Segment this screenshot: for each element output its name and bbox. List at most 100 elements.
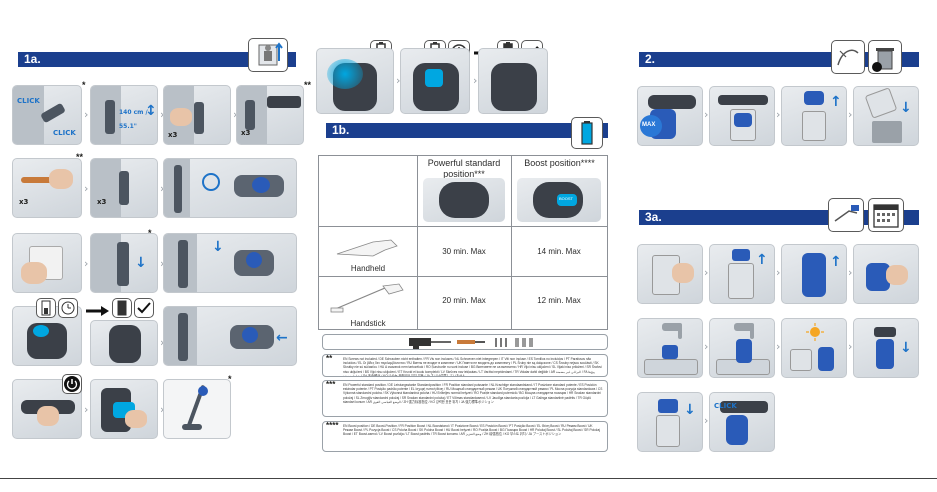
chevron-right-icon: ›: [84, 182, 89, 195]
chevron-right-icon: ›: [84, 257, 89, 270]
tools-strip: [322, 334, 608, 350]
step-1a-3-image: x3: [163, 85, 231, 145]
chevron-right-icon: ›: [776, 266, 781, 279]
step-1a-14-image: [12, 379, 82, 439]
step-3a-10-image: CLICK: [709, 392, 775, 452]
one-star-marker: *: [148, 228, 152, 238]
step-1a-15-image: [90, 379, 158, 439]
step-1a-10-image: ↓: [163, 233, 297, 293]
quantity-label: x3: [19, 198, 29, 206]
battery-full-icon: [112, 298, 132, 318]
chevron-right-icon: ›: [704, 414, 709, 427]
step-1a-5-image: x3: [12, 158, 82, 218]
arrow-right-icon: [86, 304, 110, 316]
step-1a-2-image: 140 cm / 55.1" ↕: [90, 85, 158, 145]
chevron-right-icon: ›: [84, 108, 89, 121]
step-2-1-image: MAX: [637, 86, 703, 146]
chevron-right-icon: ›: [396, 74, 401, 87]
chevron-right-icon: ›: [848, 340, 853, 353]
step-3a-2-image: ↑: [709, 244, 775, 304]
wall-mount-icon: [248, 38, 288, 72]
runtime-table: Powerful standard position*** Boost posi…: [318, 155, 608, 330]
step-3a-3-image: ↑: [781, 244, 847, 304]
step-1b-2-image: [400, 48, 470, 114]
step-1a-9-image: ↓: [90, 233, 158, 293]
step-1b-3-image: [478, 48, 548, 114]
step-1a-1-image: CLICK CLICK: [12, 85, 82, 145]
chevron-right-icon: ›: [848, 108, 853, 121]
cell-handstick-boost: 12 min. Max: [537, 296, 581, 305]
chevron-right-icon: ›: [776, 340, 781, 353]
standard-position-image: [423, 178, 505, 222]
two-star-marker: **: [304, 80, 312, 90]
max-label: MAX: [642, 122, 656, 128]
check-icon: [134, 298, 154, 318]
cell-handheld-standard: 30 min. Max: [442, 247, 486, 256]
handheld-image: [333, 234, 403, 262]
step-3a-9-image: ↓: [637, 392, 703, 452]
empty-bin-icon: [831, 40, 865, 74]
step-3a-1-image: [637, 244, 703, 304]
clock-icon: [58, 298, 78, 318]
chevron-right-icon: ›: [233, 108, 237, 121]
step-1a-7-image: [163, 158, 297, 218]
row-label-handheld: Handheld: [350, 264, 386, 273]
step-3a-5-image: [637, 318, 703, 378]
note-boost-position: **** EN Boost position / DE Boost-Positi…: [322, 421, 608, 452]
chevron-right-icon: ›: [776, 108, 781, 121]
power-icon: [62, 374, 82, 394]
chevron-right-icon: ›: [160, 257, 164, 270]
boost-label: BOOST: [559, 196, 574, 201]
chevron-right-icon: ›: [848, 266, 853, 279]
chevron-right-icon: ›: [160, 108, 164, 121]
note-standard-position: *** EN Powerful standard position / DE L…: [322, 380, 608, 417]
note-text: EN Powerful standard position / DE Leist…: [343, 383, 603, 404]
step-3a-8-image: ↓: [853, 318, 919, 378]
click-label: CLICK: [714, 402, 737, 410]
chevron-right-icon: ›: [160, 182, 164, 195]
step-1a-12-image: [90, 320, 158, 366]
step-2-3-image: ↑: [781, 86, 847, 146]
step-1a-8-image: [12, 233, 82, 293]
section-header-1b: 1b.: [326, 123, 608, 138]
battery-charging-icon: [36, 298, 56, 318]
row-label-handstick: Handstick: [350, 319, 386, 328]
section-title: 1b.: [332, 123, 350, 137]
note-marker: ****: [326, 421, 339, 430]
one-star-marker: *: [82, 80, 86, 90]
step-3a-6-image: [709, 318, 775, 378]
step-3a-4-image: [853, 244, 919, 304]
section-header-1a: 1a.: [18, 52, 296, 67]
handstick-image: [329, 280, 409, 316]
boost-position-image: BOOST: [517, 178, 601, 222]
one-star-marker: *: [228, 374, 232, 384]
quantity-label: x3: [97, 198, 107, 206]
step-2-4-image: ↓: [853, 86, 919, 146]
section-title: 3a.: [645, 210, 662, 224]
chevron-right-icon: ›: [473, 74, 478, 87]
step-1a-13-image: ←: [163, 306, 297, 366]
column-header-standard: Powerful standard position***: [427, 158, 501, 179]
chevron-right-icon: ›: [704, 340, 709, 353]
step-1a-4-image: x3: [236, 85, 304, 145]
note-text: EN Screws not included / DE Schrauben ni…: [343, 357, 602, 377]
note-text: EN Boost position / DE Boost-Position / …: [343, 424, 600, 437]
note-marker: ***: [326, 380, 336, 389]
calendar-icon: [868, 198, 904, 232]
step-2-2-image: [709, 86, 775, 146]
note-marker: **: [326, 354, 333, 363]
cell-handheld-boost: 14 min. Max: [537, 247, 581, 256]
step-3a-7-image: [781, 318, 847, 378]
trash-icon: [868, 40, 902, 74]
quantity-label: x3: [241, 129, 251, 137]
chevron-right-icon: ›: [160, 336, 164, 349]
section-title: 2.: [645, 52, 656, 66]
chevron-right-icon: ›: [160, 403, 164, 416]
section-title: 1a.: [24, 52, 41, 66]
dimension-label: 140 cm / 55.1": [119, 109, 148, 130]
click-label: CLICK: [53, 129, 76, 137]
step-1b-1-image: [316, 48, 394, 114]
chevron-right-icon: ›: [704, 266, 709, 279]
step-1a-16-image: [163, 379, 231, 439]
chevron-right-icon: ›: [704, 108, 709, 121]
